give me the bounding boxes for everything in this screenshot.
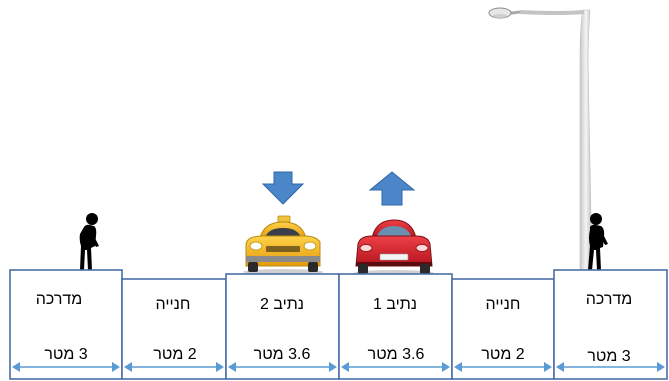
segment-name: חנייה [156,296,191,313]
down-arrow-icon [261,171,305,205]
segment-name: מדרכה [36,291,82,308]
segment-box-parking-right [451,278,555,380]
segment-width: 3 מטר [44,346,87,363]
segment-name: חנייה [486,296,521,313]
segment-width: 3 מטר [587,348,630,365]
segment-box-lane-1 [338,273,453,380]
segment-box-sidewalk-right [553,269,668,380]
segment-width: 3.6 מטר [368,346,425,363]
taxi-icon [243,215,323,275]
person-icon [588,213,608,270]
segment-width: 2 מטר [153,346,196,363]
segment-name: מדרכה [586,291,632,308]
up-arrow-icon [368,171,416,206]
segment-box-lane-2 [225,273,340,380]
segment-width: 2 מטר [481,346,524,363]
segment-width: 3.6 מטר [254,346,311,363]
dimension-arrows [12,362,665,372]
segment-name: נתיב 1 [373,296,417,313]
segment-name: נתיב 2 [260,296,304,313]
car-icon [354,219,434,276]
segment-box-parking-left [121,278,227,380]
street-lamp-icon [488,7,593,271]
person-icon [79,213,99,270]
